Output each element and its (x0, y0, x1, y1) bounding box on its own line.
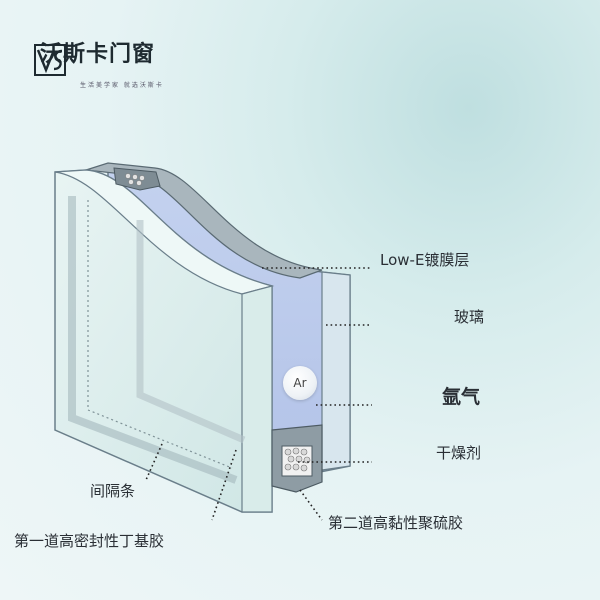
label-glass: 玻璃 (454, 308, 485, 326)
brand-name: 沃斯卡门窗 (40, 42, 156, 67)
label-secondary-sealant: 第二道高黏性聚硫胶 (328, 514, 464, 532)
label-argon: 氩气 (442, 386, 481, 408)
label-spacer: 间隔条 (90, 482, 136, 500)
desiccant-beads (284, 447, 311, 472)
top-spacer-block (113, 167, 161, 191)
label-desiccant: 干燥剂 (436, 444, 482, 462)
top-desiccant-beads (125, 173, 145, 186)
inner-spacer-frame (68, 196, 238, 484)
brand-logo-icon (34, 44, 66, 76)
brand-header: 沃斯卡门窗 (34, 42, 156, 76)
leader-lines (145, 267, 372, 521)
label-primary-sealant: 第一道高密封性丁基胶 (14, 532, 165, 550)
top-spacer-strip (85, 162, 323, 279)
back-pane-edge (321, 271, 351, 471)
brand-slogan: 生活美学家 就选沃斯卡 (80, 82, 164, 89)
spacer-frame-right (136, 220, 246, 444)
argon-badge: Ar (283, 366, 317, 400)
front-pane-side-edge (241, 285, 273, 513)
label-lowe-coating: Low-E镀膜层 (380, 251, 470, 269)
inner-dotted-frame (87, 200, 233, 469)
